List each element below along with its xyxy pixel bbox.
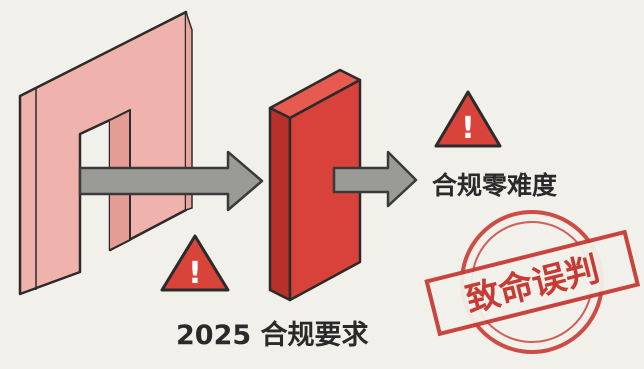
arrow-gate-to-wall [78,150,264,212]
warning-icon: ! [160,234,230,292]
svg-text:!: ! [461,111,475,146]
svg-text:!: ! [188,256,202,291]
open-gate-illustration [18,10,193,296]
stamp: 致命误判 [424,210,641,354]
arrow-wall-to-result [332,150,418,208]
compliance-wall [268,68,362,302]
zero-difficulty-label: 合规零难度 [432,171,558,200]
warning-icon: ! [434,90,502,148]
requirement-2025-label: 2025 合规要求 [176,320,369,351]
